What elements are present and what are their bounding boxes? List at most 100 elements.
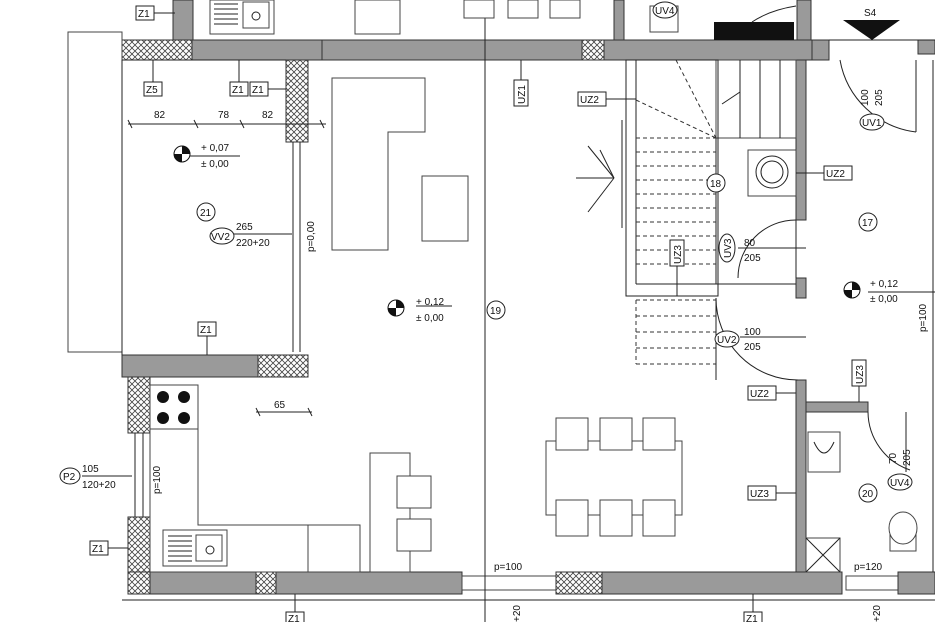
bottom-wall-right bbox=[601, 571, 843, 595]
shower-cross bbox=[805, 537, 841, 573]
level-living-top: + 0,12 bbox=[416, 297, 445, 308]
door-uv3-swing bbox=[737, 219, 797, 279]
dim-uv3-height: 205 bbox=[744, 253, 761, 264]
hob-plate bbox=[149, 384, 199, 430]
top-upper-wall-left bbox=[172, 0, 194, 41]
tag-uz3-a: UZ3 bbox=[673, 245, 684, 264]
tag-z1-d: Z1 bbox=[200, 325, 212, 336]
upper-cabinet bbox=[354, 0, 401, 35]
kitchen-sink-icon bbox=[162, 529, 228, 567]
chair-1 bbox=[555, 417, 589, 451]
dim-p-0: p=0,00 bbox=[306, 221, 317, 252]
dim-uv2-height: 205 bbox=[744, 342, 761, 353]
level-hall-top: + 0,12 bbox=[870, 279, 899, 290]
upper-chair-2 bbox=[507, 0, 539, 19]
level-marker-living: + 0,12 ± 0,00 bbox=[387, 297, 445, 324]
upper-stair-treads bbox=[721, 60, 781, 138]
dimension-lines bbox=[82, 119, 935, 477]
tag-uz1: UZ1 bbox=[517, 85, 528, 104]
tag-uz3-b: UZ3 bbox=[855, 365, 866, 384]
shaft bbox=[747, 149, 797, 197]
dim-p2-width: 105 bbox=[82, 464, 99, 475]
dim-plus20-b: +20 bbox=[872, 605, 883, 622]
dim-p-100-bottom: p=100 bbox=[494, 562, 523, 573]
tag-uv4-b: UV4 bbox=[890, 478, 910, 489]
structure-lines bbox=[67, 0, 935, 622]
top-wall-left-hatch bbox=[121, 39, 193, 61]
bath-top-wall bbox=[805, 401, 869, 413]
tag-z1-c: Z1 bbox=[252, 85, 264, 96]
dim-uv1-width: 100 bbox=[860, 89, 871, 106]
chair-3 bbox=[642, 417, 676, 451]
bath-basin-inner bbox=[813, 441, 835, 454]
dim-uv2-width: 100 bbox=[744, 327, 761, 338]
dim-uv4-height: 205 bbox=[902, 449, 913, 466]
tag-z1-a: Z1 bbox=[138, 9, 150, 20]
tag-uz3-c: UZ3 bbox=[750, 489, 769, 500]
dim-65: 65 bbox=[274, 400, 286, 411]
l-shaped-counter bbox=[331, 77, 426, 251]
level-marker-hall: + 0,12 ± 0,00 bbox=[843, 279, 899, 305]
terrace-bottom-hatch bbox=[257, 354, 309, 378]
bottom-wall-mid bbox=[275, 571, 463, 595]
dim-uv1-height: 205 bbox=[874, 89, 885, 106]
dim-vv2-width: 265 bbox=[236, 222, 253, 233]
tag-uv4-a: UV4 bbox=[655, 6, 675, 17]
dim-82-a: 82 bbox=[154, 110, 166, 121]
tag-uv3: UV3 bbox=[723, 238, 734, 258]
upper-door-swing bbox=[751, 5, 797, 23]
terrace-slab bbox=[67, 31, 123, 353]
tag-z1-f: Z1 bbox=[288, 614, 300, 622]
dim-vv2-height: 220+20 bbox=[236, 238, 270, 249]
stair-side-wall-top bbox=[795, 59, 807, 221]
dim-82-b: 82 bbox=[262, 110, 274, 121]
light-fixture-icon bbox=[576, 145, 615, 213]
room-20-number: 20 bbox=[862, 489, 874, 500]
far-right-stub bbox=[917, 39, 935, 55]
dim-p-100-right: p=100 bbox=[918, 303, 929, 332]
top-wall-end bbox=[811, 39, 830, 61]
room-17-number: 17 bbox=[862, 218, 874, 229]
top-wall-right bbox=[603, 39, 813, 61]
dim-78: 78 bbox=[218, 110, 230, 121]
section-mark-label: S4 bbox=[864, 8, 877, 19]
tag-uv2: UV2 bbox=[717, 335, 737, 346]
kitchen-left-wall-bottom bbox=[127, 516, 151, 573]
level-terrace-top: + 0,07 bbox=[201, 143, 230, 154]
stair-arrow-line bbox=[675, 59, 717, 139]
level-terrace-bottom: ± 0,00 bbox=[201, 159, 229, 170]
dim-plus20-a: +20 bbox=[512, 605, 523, 622]
room-numbers: 21 19 18 17 20 bbox=[196, 173, 878, 503]
kitchen-left-wall-top bbox=[127, 376, 151, 434]
toilet-icon bbox=[888, 511, 918, 552]
furniture bbox=[149, 0, 918, 573]
chair-4 bbox=[555, 499, 589, 537]
island-counter bbox=[421, 175, 469, 242]
top-upper-wall-mid bbox=[613, 0, 625, 41]
upper-chair-1 bbox=[463, 0, 495, 19]
dim-p-100-left: p=100 bbox=[152, 465, 163, 494]
top-wall-mid bbox=[321, 39, 583, 61]
chair-5 bbox=[599, 499, 633, 537]
bottom-window-1 bbox=[461, 575, 557, 591]
shaft-box bbox=[747, 149, 797, 197]
bottom-wall-end bbox=[897, 571, 935, 595]
bar-counter bbox=[369, 452, 411, 573]
tag-z1-g: Z1 bbox=[746, 614, 758, 622]
tag-p2: P2 bbox=[63, 472, 76, 483]
wall-tags: Z1 Z5 Z1 Z1 Z1 Z1 Z1 Z1 UZ1 UZ2 UZ2 bbox=[89, 5, 867, 622]
top-wall-pillar bbox=[581, 39, 605, 61]
top-upper-wall-right bbox=[796, 0, 812, 41]
bottom-wall-pillar-2 bbox=[555, 571, 603, 595]
tag-uz2-b: UZ2 bbox=[826, 169, 845, 180]
bottom-wall-left bbox=[149, 571, 257, 595]
dim-uv3-width: 80 bbox=[744, 238, 756, 249]
shaft-circle-outer bbox=[755, 155, 789, 189]
dim-p2-height: 120+20 bbox=[82, 480, 116, 491]
oven-box bbox=[307, 524, 361, 573]
chair-6 bbox=[642, 499, 676, 537]
tag-z5: Z5 bbox=[146, 85, 158, 96]
doors bbox=[715, 59, 917, 472]
bottom-wall-left-hatch bbox=[127, 571, 151, 595]
